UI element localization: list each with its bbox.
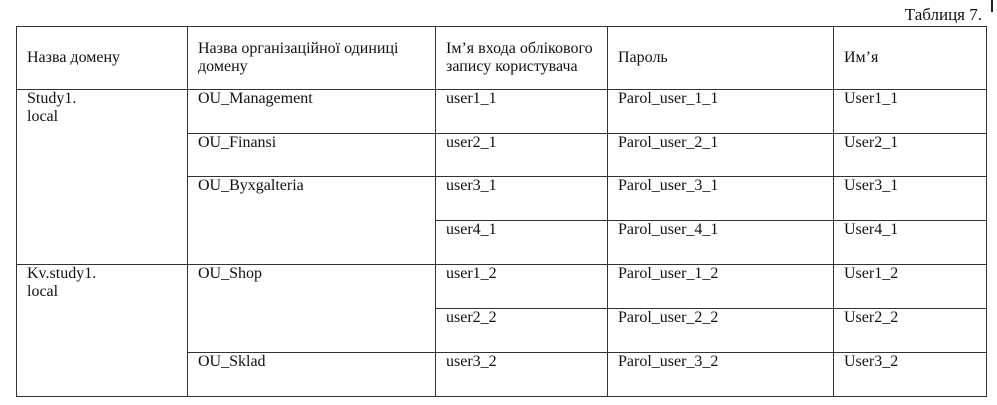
header-domain: Назва домену — [16, 26, 188, 90]
login-cell: user1_1 — [435, 89, 608, 134]
accounts-table: Назва домену Назва організаційної одиниц… — [16, 26, 987, 397]
org-unit-cell: OU_Shop — [187, 264, 436, 353]
org-unit-cell: OU_Sklad — [187, 352, 436, 397]
password-cell: Parol_user_4_1 — [607, 220, 834, 265]
domain-name-line: local — [27, 283, 59, 300]
domain-name-line: Kv.study1. — [27, 265, 97, 282]
header-login: Ім’я входа облікового запису користувача — [435, 26, 608, 90]
edge-mark — [991, 0, 993, 12]
header-name: Им’я — [833, 26, 987, 90]
table-row: user2_2 Parol_user_2_2 User2_2 — [17, 308, 987, 353]
password-cell: Parol_user_2_2 — [607, 308, 834, 353]
domain-name-line: Study1. — [27, 90, 77, 107]
header-row: Назва домену Назва організаційної одиниц… — [16, 26, 987, 90]
header-org-unit: Назва організаційної одиниці домену — [187, 26, 436, 90]
header-password: Пароль — [607, 26, 834, 90]
org-unit-cell: OU_Finansi — [187, 133, 436, 177]
table-row: Study1. local OU_Management user1_1 Paro… — [16, 89, 987, 265]
password-cell: Parol_user_2_1 — [607, 133, 834, 177]
password-cell: Parol_user_1_2 — [607, 264, 834, 309]
table-row: Kv.study1. local OU_Shop user1_2 Parol_u… — [16, 264, 987, 397]
name-cell: User3_2 — [833, 352, 987, 397]
name-cell: User3_1 — [833, 176, 987, 221]
login-cell: user2_2 — [435, 308, 608, 353]
domain-cell: Study1. local — [16, 89, 188, 265]
password-cell: Parol_user_3_1 — [607, 176, 834, 221]
org-unit-cell: OU_Management — [187, 89, 436, 134]
domain-cell: Kv.study1. local — [16, 264, 188, 397]
password-cell: Parol_user_3_2 — [607, 352, 834, 397]
login-cell: user2_1 — [435, 133, 608, 177]
name-cell: User4_1 — [833, 220, 987, 265]
login-cell: user4_1 — [435, 220, 608, 265]
domain-name-line: local — [27, 108, 59, 125]
password-cell: Parol_user_1_1 — [607, 89, 834, 134]
login-cell: user3_2 — [435, 352, 608, 397]
table-row: OU_Sklad user3_2 Parol_user_3_2 User3_2 — [17, 352, 987, 397]
login-cell: user3_1 — [435, 176, 608, 221]
org-unit-cell: OU_Byxgalteria — [187, 176, 436, 265]
name-cell: User1_2 — [833, 264, 987, 309]
login-cell: user1_2 — [435, 264, 608, 309]
name-cell: User2_1 — [833, 133, 987, 177]
table-row: OU_Byxgalteria user3_1 Parol_user_3_1 Us… — [17, 176, 987, 265]
name-cell: User1_1 — [833, 89, 987, 134]
table-row: user4_1 Parol_user_4_1 User4_1 — [17, 220, 987, 265]
name-cell: User2_2 — [833, 308, 987, 353]
table-caption: Таблиця 7. — [904, 5, 982, 24]
table-row: OU_Finansi user2_1 Parol_user_2_1 User2_… — [17, 133, 987, 177]
